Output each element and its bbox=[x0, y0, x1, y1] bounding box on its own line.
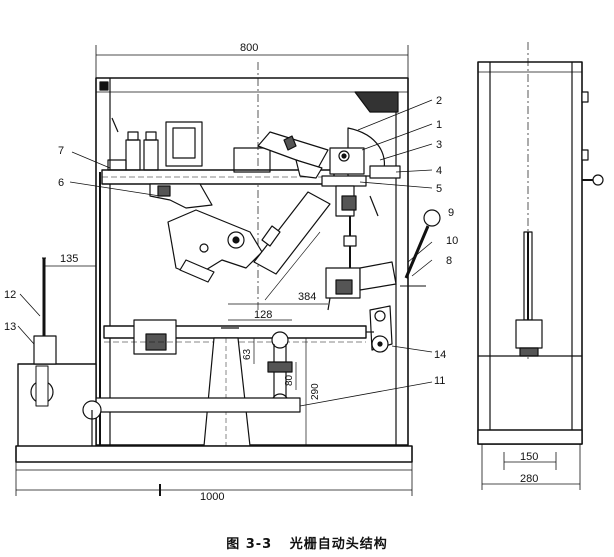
dim-280-label: 280 bbox=[520, 473, 538, 485]
figure-number: 图 3-3 bbox=[226, 537, 273, 552]
part-label-2: 2 bbox=[436, 95, 442, 107]
grating-head-assembly bbox=[321, 127, 401, 217]
side-base bbox=[477, 429, 583, 445]
part-label-11: 11 bbox=[434, 375, 445, 387]
part-label-14: 14 bbox=[434, 349, 446, 361]
side-knob[interactable] bbox=[582, 174, 604, 186]
top-right-block bbox=[354, 91, 399, 113]
handle-lever-9[interactable] bbox=[400, 209, 441, 287]
dim-290-label: 290 bbox=[310, 383, 321, 400]
part-label-7: 7 bbox=[58, 145, 64, 157]
part-label-13: 13 bbox=[4, 321, 16, 333]
part-label-12: 12 bbox=[4, 289, 16, 301]
base-plate bbox=[15, 445, 413, 463]
part-label-9: 9 bbox=[448, 207, 454, 219]
diagonal-link bbox=[253, 191, 331, 275]
dim-384-label: 384 bbox=[298, 291, 316, 303]
left-bracket bbox=[17, 257, 102, 449]
dim-800-label: 800 bbox=[240, 42, 258, 54]
part-label-6: 6 bbox=[58, 177, 64, 189]
dim-150-label: 150 bbox=[520, 451, 538, 463]
dim-128-label: 128 bbox=[254, 309, 272, 321]
lower-carriage bbox=[325, 261, 397, 311]
part-label-1: 1 bbox=[436, 119, 442, 131]
dim-1000-label: 1000 bbox=[200, 491, 224, 503]
figure-caption: 图 3-3 光栅自动头结构 bbox=[0, 533, 614, 552]
side-motor bbox=[515, 319, 543, 349]
rocker-arm-14 bbox=[369, 305, 393, 353]
part-label-4: 4 bbox=[436, 165, 442, 177]
leader-lines bbox=[17, 99, 433, 407]
part-label-10: 10 bbox=[446, 235, 458, 247]
figure-title: 光栅自动头结构 bbox=[289, 537, 388, 552]
part-label-3: 3 bbox=[436, 139, 442, 151]
dim-63-label: 63 bbox=[242, 348, 253, 360]
part-label-8: 8 bbox=[446, 255, 452, 267]
side-view bbox=[477, 42, 604, 490]
top-corner-bracket bbox=[99, 81, 109, 91]
electrical-components bbox=[107, 117, 271, 173]
front-view bbox=[15, 45, 441, 496]
dim-80-label: 80 bbox=[284, 374, 295, 386]
dim-135-label: 135 bbox=[60, 253, 78, 265]
part-label-5: 5 bbox=[436, 183, 442, 195]
